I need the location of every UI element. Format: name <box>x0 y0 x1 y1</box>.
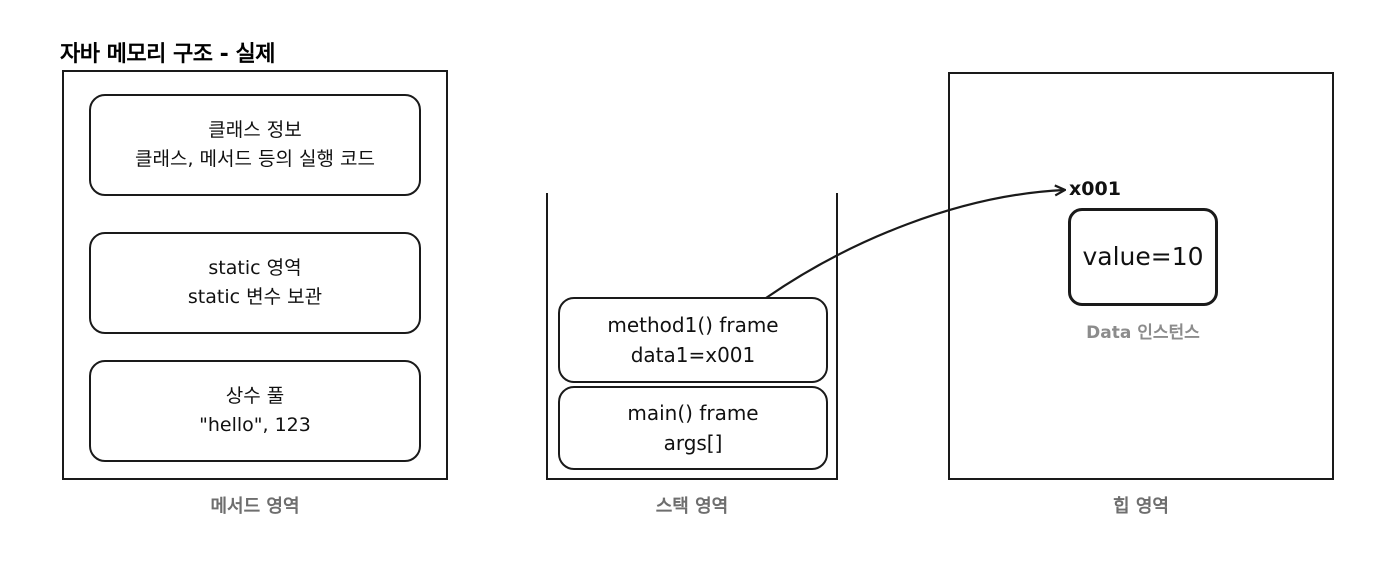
class-info-title: 클래스 정보 <box>208 118 302 141</box>
heap-area: x001 value=10 Data 인스턴스 <box>948 72 1334 480</box>
method1-frame-title: method1() frame <box>607 313 779 337</box>
main-frame: main() frame args[] <box>558 386 828 470</box>
static-area-title: static 영역 <box>208 256 302 279</box>
data-instance-label: Data 인스턴스 <box>1086 323 1200 343</box>
diagram-title: 자바 메모리 구조 - 실제 <box>60 42 275 67</box>
method1-frame-variable: data1=x001 <box>630 343 756 367</box>
class-info-box: 클래스 정보 클래스, 메서드 등의 실행 코드 <box>89 94 421 196</box>
main-frame-title: main() frame <box>627 401 759 425</box>
instance-address: x001 <box>1069 178 1121 200</box>
static-area-box: static 영역 static 변수 보관 <box>89 232 421 334</box>
stack-area: method1() frame data1=x001 main() frame … <box>546 193 838 480</box>
class-info-detail: 클래스, 메서드 등의 실행 코드 <box>135 148 375 170</box>
stack-area-label: 스택 영역 <box>655 496 729 517</box>
heap-area-label: 힙 영역 <box>1113 496 1169 517</box>
main-frame-variable: args[] <box>663 431 723 455</box>
constant-pool-title: 상수 풀 <box>225 384 285 407</box>
method1-frame: method1() frame data1=x001 <box>558 297 828 383</box>
method-area: 클래스 정보 클래스, 메서드 등의 실행 코드 static 영역 stati… <box>62 70 448 480</box>
method-area-label: 메서드 영역 <box>210 496 300 517</box>
constant-pool-detail: "hello", 123 <box>199 414 311 436</box>
constant-pool-box: 상수 풀 "hello", 123 <box>89 360 421 462</box>
static-area-detail: static 변수 보관 <box>187 286 323 308</box>
data-instance-box: value=10 <box>1068 208 1218 306</box>
instance-value: value=10 <box>1082 241 1204 271</box>
